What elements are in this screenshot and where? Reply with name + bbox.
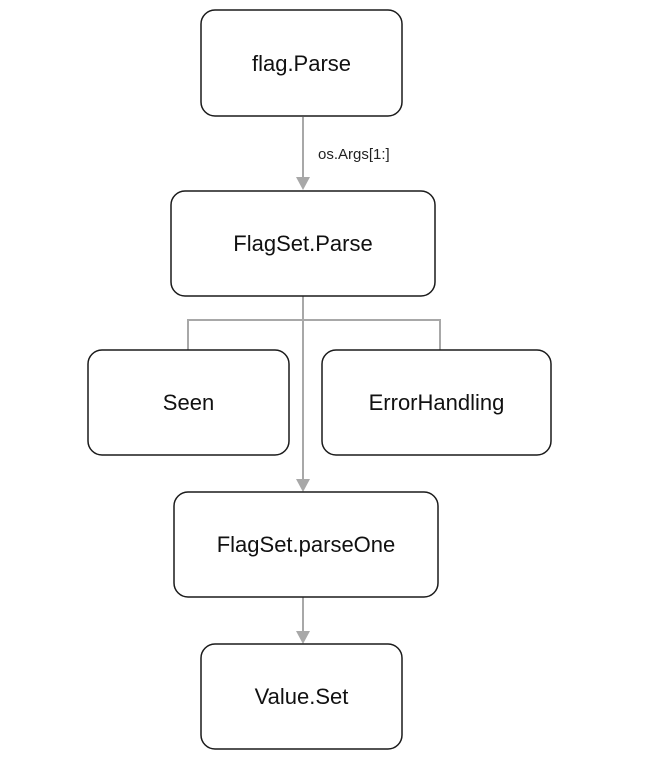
node-seen: Seen bbox=[87, 349, 290, 456]
node-box bbox=[173, 491, 439, 598]
node-box bbox=[200, 9, 403, 117]
edge-parse-one-to-value-set bbox=[296, 597, 310, 644]
node-label: flag.Parse bbox=[252, 51, 351, 76]
node-error-handling: ErrorHandling bbox=[321, 349, 552, 456]
arrow-head bbox=[296, 479, 310, 492]
node-flagset-parse-one: FlagSet.parseOne bbox=[173, 491, 439, 598]
arrow-head bbox=[296, 631, 310, 644]
node-label: FlagSet.parseOne bbox=[217, 532, 396, 557]
node-label: Seen bbox=[163, 390, 214, 415]
edge-flag-parse-to-flagset-parse bbox=[296, 117, 310, 190]
node-flag-parse: flag.Parse bbox=[200, 9, 403, 117]
edge-flagset-parse-to-siblings bbox=[187, 319, 441, 350]
edge-flagset-parse-to-parse-one bbox=[296, 296, 310, 492]
edge-label-os-args: os.Args[1:] bbox=[318, 146, 390, 163]
node-box bbox=[200, 643, 403, 750]
node-flagset-parse: FlagSet.Parse bbox=[170, 190, 436, 297]
node-box bbox=[321, 349, 552, 456]
node-box bbox=[87, 349, 290, 456]
node-label: ErrorHandling bbox=[369, 390, 505, 415]
node-label: Value.Set bbox=[255, 684, 349, 709]
node-label: FlagSet.Parse bbox=[233, 231, 372, 256]
node-box bbox=[170, 190, 436, 297]
node-value-set: Value.Set bbox=[200, 643, 403, 750]
arrow-head bbox=[296, 177, 310, 190]
